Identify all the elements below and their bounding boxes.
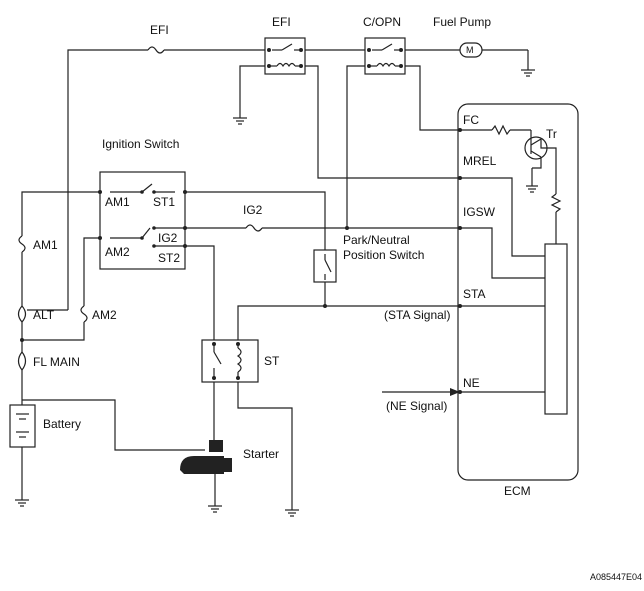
terminal-am2-label: AM2 bbox=[105, 245, 130, 259]
ecm-terminal-mrel: MREL bbox=[463, 154, 497, 168]
fc-wire bbox=[405, 65, 460, 131]
terminal-ig2-label: IG2 bbox=[158, 231, 178, 245]
ignition-switch bbox=[98, 171, 187, 270]
starter-label: Starter bbox=[243, 447, 279, 461]
ground-icon bbox=[285, 509, 299, 517]
copn-relay-label: C/OPN bbox=[363, 15, 401, 29]
motor-label: M bbox=[466, 45, 474, 55]
top-wiring bbox=[67, 49, 529, 310]
mrel-wire bbox=[305, 65, 460, 179]
st-coil-ground-wire bbox=[237, 382, 293, 510]
ground-icon bbox=[233, 117, 247, 125]
battery-icon bbox=[9, 404, 36, 448]
ecm-label: ECM bbox=[504, 484, 531, 498]
igsw-internal-wire bbox=[460, 227, 545, 279]
st-relay bbox=[201, 339, 259, 383]
figure-code: A085447E04 bbox=[590, 572, 642, 582]
am1-supply-wire bbox=[21, 191, 100, 500]
ignition-switch-label: Ignition Switch bbox=[102, 137, 179, 151]
ground-icon bbox=[521, 69, 535, 77]
starter-battery-wire bbox=[22, 399, 205, 451]
terminal-st1-label: ST1 bbox=[153, 195, 175, 209]
efi-relay-label: EFI bbox=[272, 15, 291, 29]
park-neutral-position-switch bbox=[313, 249, 337, 283]
ne-signal-label: (NE Signal) bbox=[386, 399, 447, 413]
fl-main-fuse bbox=[17, 351, 27, 371]
alt-fuse bbox=[17, 305, 27, 323]
tr-base-wire bbox=[540, 139, 557, 194]
ground-icon bbox=[208, 505, 222, 513]
fuel-pump-motor-icon: M bbox=[459, 42, 483, 58]
am2-supply-wire bbox=[22, 237, 100, 341]
tr-emitter-wire bbox=[532, 157, 542, 169]
terminal-st2-label: ST2 bbox=[158, 251, 180, 265]
park-neutral-label-line1: Park/Neutral bbox=[343, 233, 410, 247]
am2-fuse-label: AM2 bbox=[92, 308, 117, 322]
ground-icon bbox=[526, 185, 538, 193]
am2-fuse bbox=[79, 305, 89, 323]
fc-resistor bbox=[491, 124, 511, 136]
efi-fuse bbox=[147, 45, 165, 55]
ecm-terminal-fc: FC bbox=[463, 113, 479, 127]
am1-fuse-label: AM1 bbox=[33, 238, 58, 252]
battery-label: Battery bbox=[43, 417, 81, 431]
am1-fuse bbox=[17, 235, 27, 253]
ne-signal-arrow-icon bbox=[382, 388, 460, 396]
terminal-am1-label: AM1 bbox=[105, 195, 130, 209]
sta-wire bbox=[237, 305, 460, 340]
copn-coil-wire bbox=[346, 65, 365, 228]
efi-fuse-label: EFI bbox=[150, 23, 169, 37]
ecm-terminal-igsw: IGSW bbox=[463, 205, 496, 219]
ground-icon bbox=[15, 499, 29, 507]
fuel-pump-label: Fuel Pump bbox=[433, 15, 491, 29]
ig2-fuse-label: IG2 bbox=[243, 203, 263, 217]
base-resistor bbox=[550, 193, 562, 213]
copn-relay bbox=[364, 37, 406, 75]
fl-main-fuse-label: FL MAIN bbox=[33, 355, 80, 369]
st1-wire bbox=[185, 191, 326, 250]
ig2-fuse bbox=[245, 223, 263, 233]
ecm-terminal-ne: NE bbox=[463, 376, 480, 390]
st2-wire bbox=[185, 245, 215, 340]
efi-relay bbox=[264, 37, 306, 75]
transistor-label: Tr bbox=[546, 127, 557, 141]
ecm-terminal-sta: STA bbox=[463, 287, 485, 301]
sta-signal-label: (STA Signal) bbox=[384, 308, 450, 322]
alt-fuse-label: ALT bbox=[33, 308, 55, 322]
starter-motor-icon bbox=[180, 440, 232, 474]
mrel-internal-wire bbox=[460, 177, 545, 257]
park-neutral-label-line2: Position Switch bbox=[343, 248, 424, 262]
st-relay-label: ST bbox=[264, 354, 280, 368]
